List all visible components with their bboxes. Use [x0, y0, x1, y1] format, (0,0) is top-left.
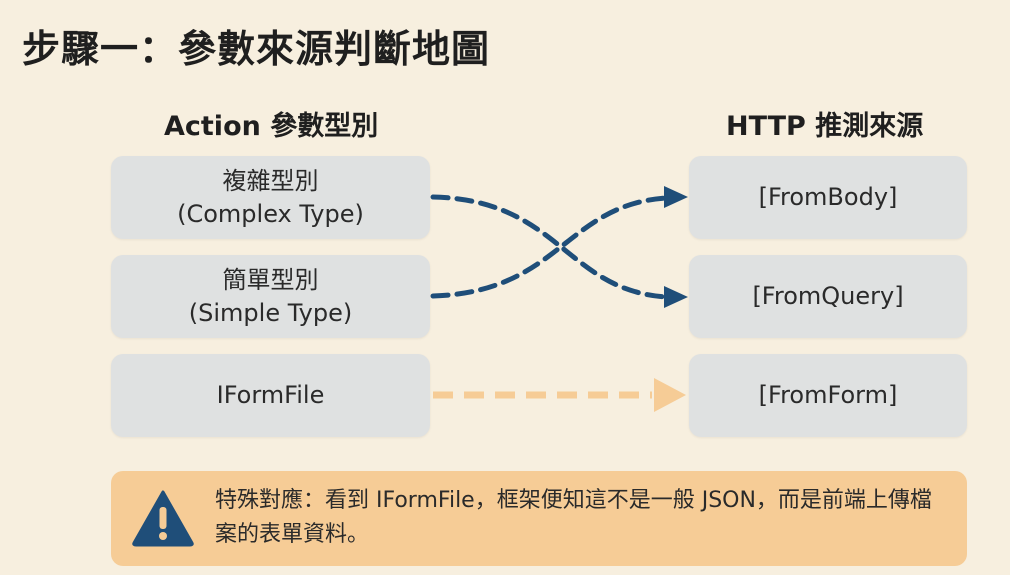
fromquery-arrowhead — [664, 286, 688, 308]
right-column-header: HTTP 推測來源 — [726, 111, 924, 142]
iformfile-box: IFormFile — [111, 354, 430, 437]
warning-triangle-icon — [132, 490, 194, 547]
left-column-header: Action 參數型別 — [164, 111, 379, 142]
special-note-text: 特殊對應：看到 IFormFile，框架便知這不是一般 JSON，而是前端上傳檔… — [215, 488, 932, 547]
frombody-label: [FromBody] — [758, 183, 898, 212]
simple-to-frombody-arrow — [430, 195, 669, 299]
fromform-box: [FromForm] — [689, 354, 967, 437]
fromform-label: [FromForm] — [758, 381, 898, 410]
page-title: 步驟一：參數來源判斷地圖 — [22, 27, 491, 71]
simple-type-box: 簡單型別 (Simple Type) — [111, 255, 430, 338]
fromquery-label: [FromQuery] — [752, 282, 904, 311]
simple-type-sublabel: (Simple Type) — [188, 298, 353, 327]
complex-type-sublabel: (Complex Type) — [177, 199, 364, 228]
simple-type-label: 簡單型別 — [222, 266, 319, 295]
fromquery-box: [FromQuery] — [689, 255, 967, 338]
complex-type-box: 複雜型別 (Complex Type) — [111, 156, 430, 239]
fromform-arrowhead — [654, 378, 686, 412]
complex-type-label: 複雜型別 — [222, 167, 319, 196]
frombody-arrowhead — [664, 186, 688, 208]
iformfile-label: IFormFile — [216, 381, 325, 410]
frombody-box: [FromBody] — [689, 156, 967, 239]
special-note-callout: 特殊對應：看到 IFormFile，框架便知這不是一般 JSON，而是前端上傳檔… — [111, 471, 967, 566]
complex-to-fromquery-arrow — [430, 194, 669, 300]
